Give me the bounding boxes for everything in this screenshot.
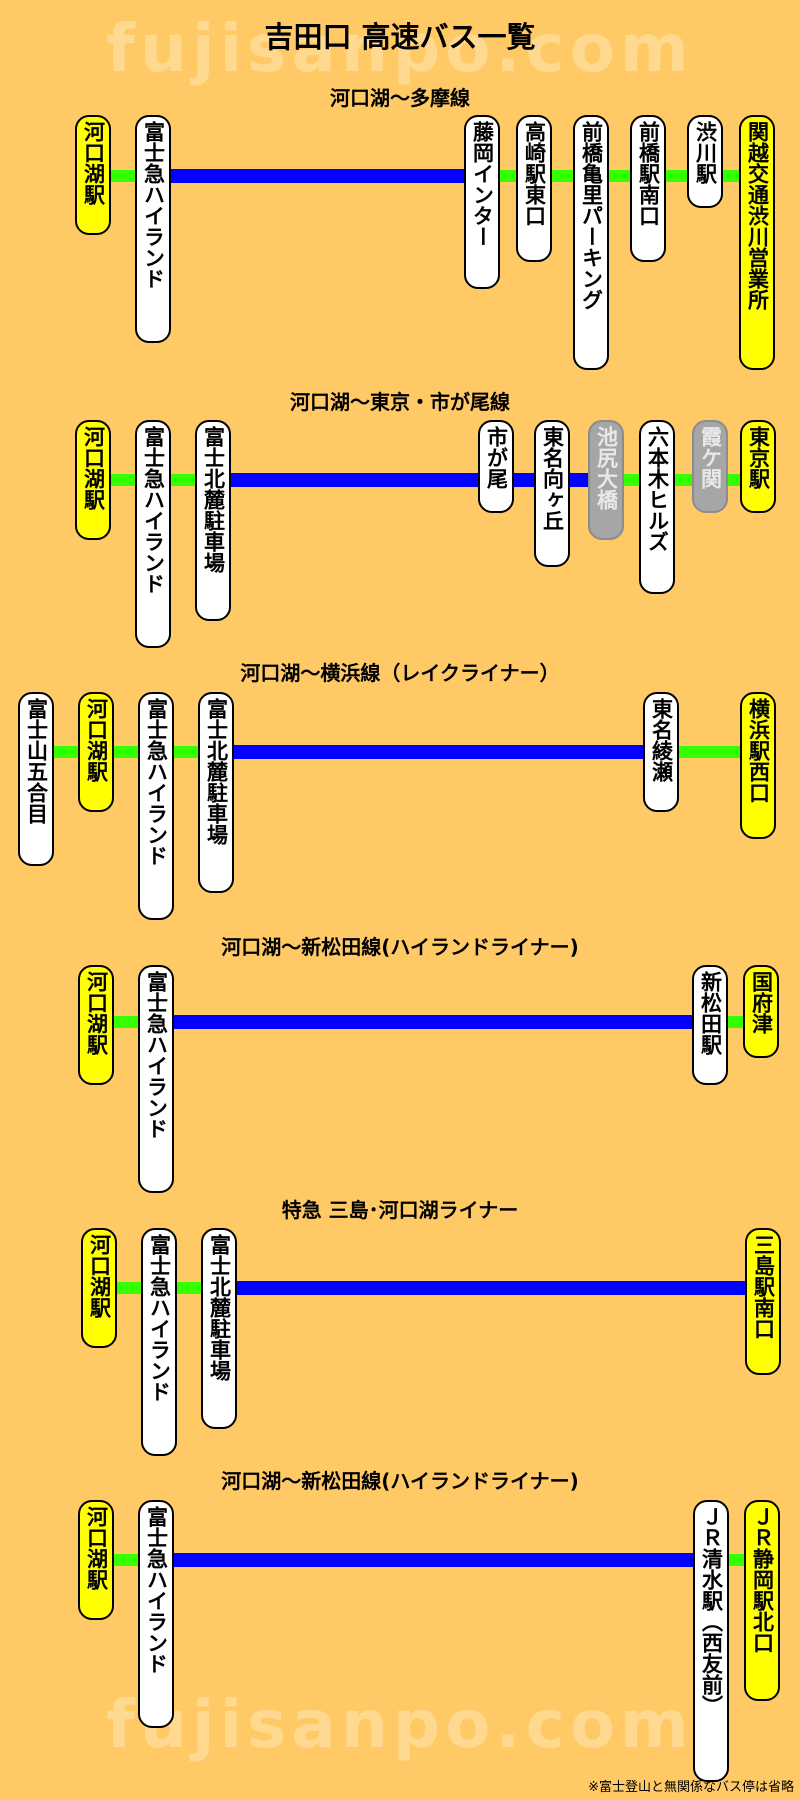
bus-stop: 富士北麓駐車場 xyxy=(198,692,234,893)
bus-stop: 河口湖駅 xyxy=(81,1228,117,1348)
route-title: 河口湖～横浜線（レイクライナー） xyxy=(240,661,560,685)
bus-stop: 六本木ヒルズ xyxy=(639,420,675,594)
route-title: 河口湖～新松田線(ハイランドライナー) xyxy=(221,1469,579,1493)
bus-stop: 富士急ハイランド xyxy=(138,1500,174,1728)
bus-stop: 河口湖駅 xyxy=(75,115,111,235)
bus-stop: 池尻大橋 xyxy=(588,420,624,540)
bus-stop: ＪＲ清水駅（西友前） xyxy=(693,1500,729,1782)
bus-stop: 前橋亀里パーキング xyxy=(573,115,609,370)
bus-stop: 河口湖駅 xyxy=(78,1500,114,1620)
bus-stop: 東京駅 xyxy=(740,420,776,513)
bus-stop: 国府津 xyxy=(743,965,779,1058)
route-title: 河口湖～多摩線 xyxy=(330,86,470,110)
bus-stop: 河口湖駅 xyxy=(78,692,114,812)
bus-stop: 富士急ハイランド xyxy=(135,115,171,343)
bus-stop: 富士急ハイランド xyxy=(141,1228,177,1456)
express-segment xyxy=(213,473,496,487)
bus-stop: 富士山五合目 xyxy=(18,692,54,866)
express-segment xyxy=(156,1553,711,1567)
bus-stop: 横浜駅西口 xyxy=(740,692,776,839)
bus-stop: 藤岡インター xyxy=(464,115,500,289)
bus-stop: ＪＲ静岡駅北口 xyxy=(744,1500,780,1701)
route-title: 特急 三島･河口湖ライナー xyxy=(281,1198,519,1222)
route-title: 河口湖～東京・市が尾線 xyxy=(290,390,510,414)
page-title: 吉田口 高速バス一覧 xyxy=(264,20,536,54)
bus-stop: 渋川駅 xyxy=(687,115,723,208)
watermark-bottom: fujisanpo.com xyxy=(106,1686,694,1763)
bus-stop: 河口湖駅 xyxy=(75,420,111,540)
bus-stop: 富士北麓駐車場 xyxy=(201,1228,237,1429)
bus-stop: 高崎駅東口 xyxy=(516,115,552,262)
route-title: 河口湖～新松田線(ハイランドライナー) xyxy=(221,935,579,959)
bus-stop: 富士急ハイランド xyxy=(138,692,174,920)
bus-stop: 河口湖駅 xyxy=(78,965,114,1085)
express-segment xyxy=(216,745,661,759)
express-segment xyxy=(219,1281,763,1295)
bus-stop: 東名向ヶ丘 xyxy=(534,420,570,567)
bus-stop: 関越交通渋川営業所 xyxy=(739,115,775,370)
bus-stop: 三島駅南口 xyxy=(745,1228,781,1375)
bus-stop: 富士北麓駐車場 xyxy=(195,420,231,621)
express-segment xyxy=(156,1015,710,1029)
bus-stop: 東名綾瀬 xyxy=(643,692,679,812)
express-segment xyxy=(153,169,482,183)
local-segment xyxy=(661,746,758,758)
bus-stop: 前橋駅南口 xyxy=(630,115,666,262)
bus-stop: 富士急ハイランド xyxy=(135,420,171,648)
bus-stop: 霞ケ関 xyxy=(692,420,728,513)
bus-stop: 市が尾 xyxy=(478,420,514,513)
bus-stop: 富士急ハイランド xyxy=(138,965,174,1193)
bus-stop: 新松田駅 xyxy=(692,965,728,1085)
footnote: ※富士登山と無関係なバス停は省略 xyxy=(588,1780,794,1795)
